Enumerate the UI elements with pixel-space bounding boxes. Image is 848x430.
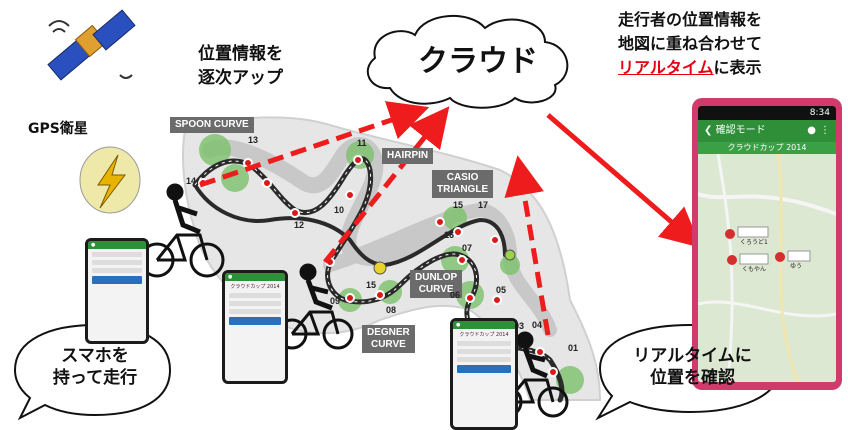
turn-08: 08	[386, 305, 397, 315]
phone-row	[92, 252, 142, 257]
turn-11: 11	[357, 138, 367, 148]
left-speech-bubble-shape	[13, 323, 172, 421]
pin-label-3: ゆう	[790, 263, 803, 270]
upload-caption: 位置情報を 逐次アップ	[198, 42, 283, 90]
racing-line-inner	[193, 183, 507, 268]
small-phone-2: ● クラウドカップ 2014	[222, 270, 288, 384]
cloud-label-text: クラウド	[418, 44, 538, 79]
upload-arrow-2	[323, 106, 450, 264]
location-pin-icon[interactable]: ●	[807, 125, 816, 136]
phone-row	[92, 268, 142, 273]
badge-dunlop-curve: DUNLOP CURVE	[410, 270, 463, 298]
status-bar: 8:34	[698, 106, 836, 120]
pin-label-2: くもやん	[742, 266, 767, 273]
upload-line-2: 逐次アップ	[198, 68, 283, 88]
turn-05: 05	[496, 285, 507, 295]
phone-row	[229, 293, 281, 298]
badge-spoon-curve: SPOON CURVE	[170, 117, 254, 133]
lightning-icon	[97, 154, 127, 209]
phone-row	[229, 301, 281, 306]
badge-degner-curve: DEGNER CURVE	[362, 325, 415, 353]
turn-03: 03	[514, 321, 525, 331]
badge-hairpin: HAIRPIN	[382, 148, 434, 164]
green-zone	[221, 164, 249, 192]
cyclist-icon	[139, 183, 225, 278]
overflow-menu-icon[interactable]: ⋮	[820, 125, 830, 136]
app-header-title: 確認モード	[715, 125, 766, 136]
cloud-shape	[366, 15, 569, 109]
left-bubble-line-1: スマホを	[61, 346, 129, 366]
phone-row	[229, 309, 281, 314]
title-line-3: リアルタイムに表示	[618, 56, 762, 80]
title-highlight: リアルタイム	[618, 58, 714, 77]
small-phone-title: クラウドカップ 2014	[230, 284, 280, 290]
turn-12: 12	[294, 220, 305, 230]
title-line-1: 走行者の位置情報を	[618, 10, 763, 29]
title-line-2: 地図に重ね合わせて	[618, 34, 763, 53]
course-road-2	[323, 202, 557, 337]
small-phone-1: ●	[85, 238, 149, 344]
upload-arrow-1	[199, 101, 430, 188]
turn-17: 17	[478, 200, 489, 210]
map-view[interactable]	[698, 154, 836, 382]
green-zone	[443, 206, 467, 230]
pin-label-1: くろうど1	[740, 239, 768, 246]
turn-15b: 15	[366, 280, 377, 290]
turn-04: 04	[532, 320, 543, 330]
cyclist-icon	[276, 263, 354, 350]
left-bubble-line-2: 持って走行	[52, 368, 138, 388]
back-chevron-icon[interactable]: ❮	[704, 125, 713, 136]
turn-07: 07	[462, 243, 473, 253]
phone-row	[457, 357, 511, 362]
phone-row	[92, 260, 142, 265]
cloud-label: クラウド	[418, 36, 538, 80]
start-marker	[373, 261, 387, 275]
app-header: ❮ 確認モード ● ⋮	[698, 120, 836, 142]
start-marker-2	[504, 249, 516, 261]
left-speech-bubble: スマホを 持って走行	[20, 345, 170, 389]
turn-10: 10	[334, 205, 345, 215]
right-bubble-line-2: 位置を確認	[650, 368, 735, 388]
big-phone: 8:34 ❮ 確認モード ● ⋮ クラウドカップ 2014 くろうど1 くもやん…	[692, 98, 842, 390]
small-phone-title: クラウドカップ 2014	[459, 332, 509, 338]
page-title: 走行者の位置情報を 地図に重ね合わせて リアルタイムに表示	[618, 8, 762, 80]
upload-line-1: 位置情報を	[198, 44, 283, 64]
green-zone	[199, 134, 231, 166]
turn-09: 09	[330, 296, 341, 306]
gps-label: GPS衛星	[28, 121, 88, 137]
big-phone-screen: 8:34 ❮ 確認モード ● ⋮ クラウドカップ 2014 くろうど1 くもやん…	[698, 106, 836, 382]
satellite-icon	[47, 9, 136, 81]
app-subtitle: クラウドカップ 2014	[698, 142, 836, 154]
title-rest: に表示	[713, 58, 762, 77]
green-zone	[500, 255, 520, 275]
small-phone-3: ● クラウドカップ 2014	[450, 318, 518, 430]
phone-button	[457, 365, 511, 373]
right-speech-bubble: リアルタイムに 位置を確認	[605, 345, 780, 389]
racing-line-dashes	[194, 158, 551, 361]
status-time: 8:34	[809, 108, 830, 118]
turn-15a: 15	[453, 200, 464, 210]
turn-14: 14	[186, 176, 197, 186]
badge-casio-triangle: CASIO TRIANGLE	[432, 170, 494, 198]
display-arrow	[546, 113, 702, 248]
small-phone-header: ●	[88, 241, 146, 249]
phone-button	[229, 317, 281, 325]
phone-row	[457, 341, 511, 346]
turn-06: 06	[450, 290, 461, 300]
turn-01: 01	[568, 343, 579, 353]
phone-button	[92, 276, 142, 284]
upload-arrow-3	[504, 155, 551, 336]
turn-16: 16	[444, 230, 455, 240]
phone-row	[457, 349, 511, 354]
right-bubble-line-1: リアルタイムに	[633, 346, 752, 366]
turn-13: 13	[248, 135, 259, 145]
small-phone-header: ●	[453, 321, 515, 329]
small-phone-header: ●	[225, 273, 285, 281]
